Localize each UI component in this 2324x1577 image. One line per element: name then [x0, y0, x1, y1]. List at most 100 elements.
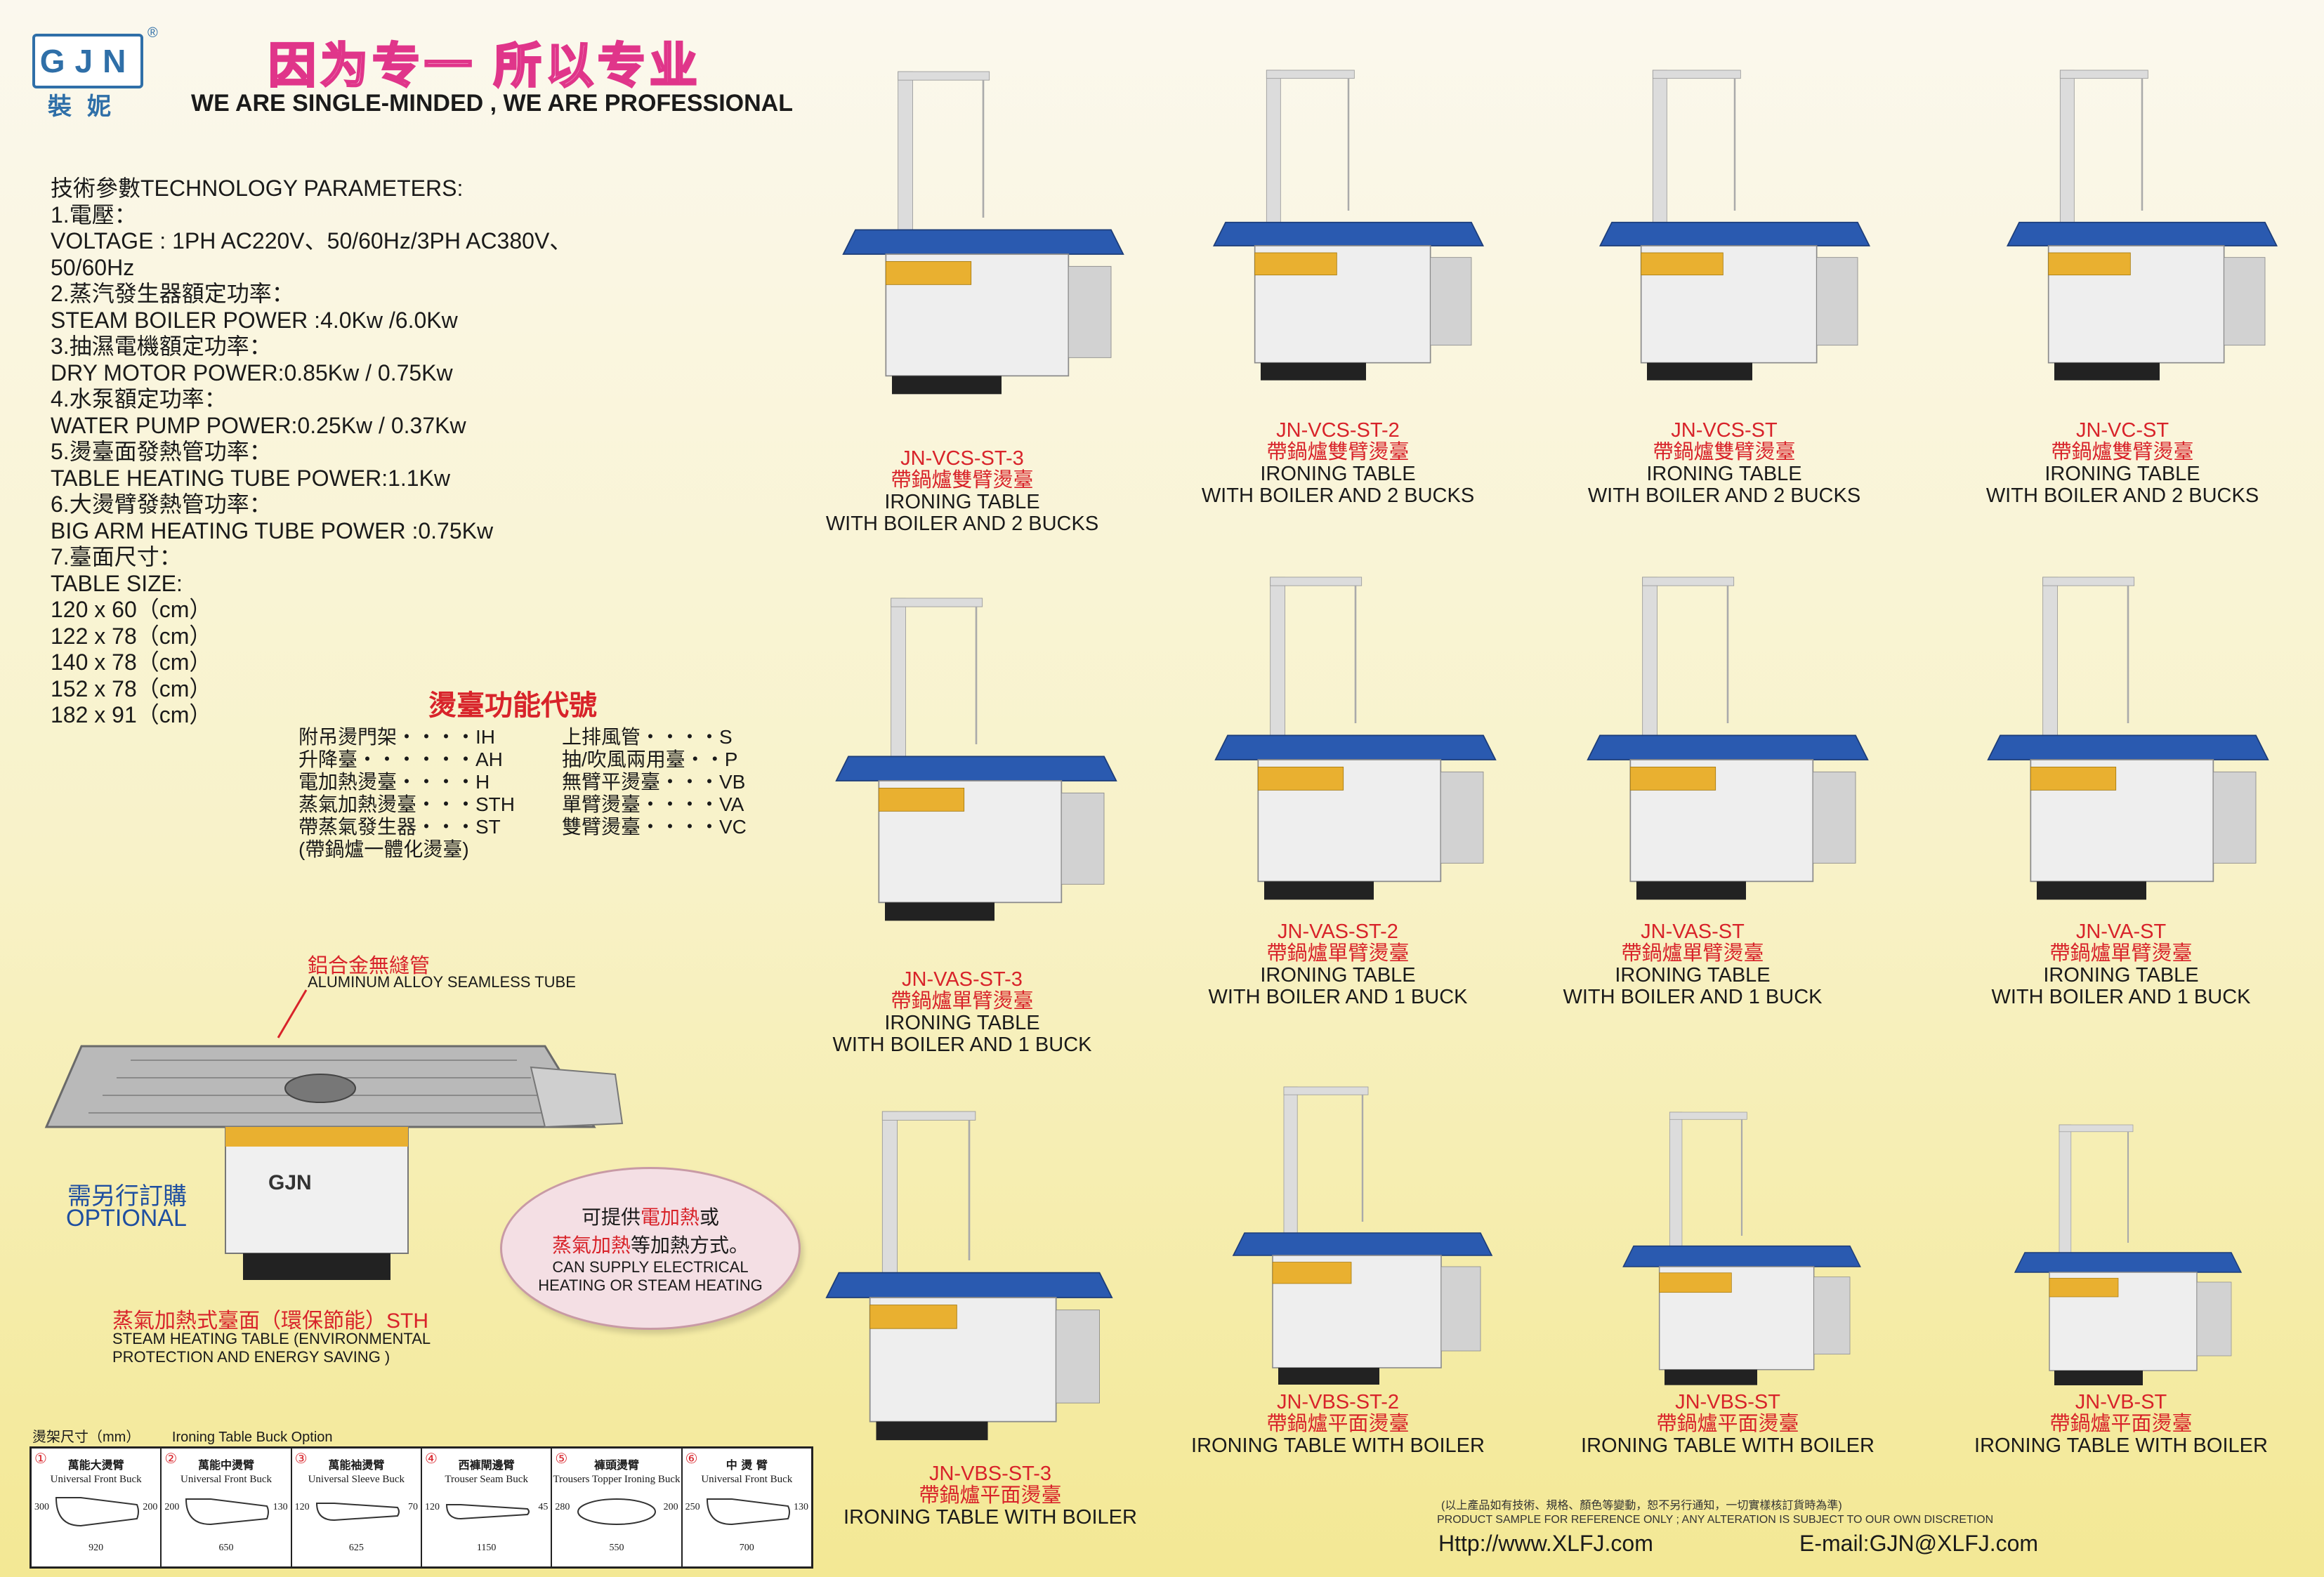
- product-name-en-2: WITH BOILER AND 2 BUCKS: [1985, 484, 2259, 507]
- product-name-en: IRONING TABLE: [2044, 463, 2200, 485]
- param-line: 1.電壓：: [51, 202, 137, 227]
- code-item: (帶鍋爐一體化燙臺): [298, 838, 469, 860]
- product-name-en: IRONING TABLE: [1260, 463, 1416, 485]
- product-model: JN-VCS-ST-2: [1276, 419, 1400, 442]
- buck-shape-icon: [706, 1498, 790, 1526]
- buck-header-en: Ironing Table Buck Option: [171, 1430, 333, 1445]
- bubble-line-3: CAN SUPPLY ELECTRICAL: [552, 1258, 749, 1276]
- product-image-jn-vbs-st-3: [825, 1110, 1113, 1441]
- param-line: TABLE HEATING TUBE POWER:1.1Kw: [51, 465, 451, 491]
- function-codes-left: 附吊燙門架・・・・IH 升降臺・・・・・・AH 電加熱燙臺・・・・H 蒸氣加熱燙…: [298, 726, 515, 861]
- tube-label-en: ALUMINUM ALLOY SEAMLESS TUBE: [308, 973, 576, 991]
- product-name-en: IRONING TABLE: [1615, 964, 1771, 987]
- product-name-cn: 帶鍋爐單臂燙臺: [2049, 942, 2193, 965]
- product-model: JN-VBS-ST-3: [928, 1463, 1052, 1485]
- technology-parameters: 技術參數TECHNOLOGY PARAMETERS: 1.電壓： VOLTAGE…: [51, 176, 572, 729]
- product-caption-jn-vcs-st-2: JN-VCS-ST-2 帶鍋爐雙臂燙臺 IRONING TABLE WITH B…: [1197, 420, 1478, 507]
- product-name-cn: 帶鍋爐平面燙臺: [1266, 1413, 1410, 1435]
- param-line: 7.臺面尺寸：: [51, 544, 182, 569]
- product-name-cn: 帶鍋爐雙臂燙臺: [2051, 441, 2194, 463]
- product-model: JN-VCS-ST: [1671, 419, 1778, 442]
- bubble-line-4: HEATING OR STEAM HEATING: [538, 1276, 763, 1294]
- param-line: 182 x 91（cm）: [51, 702, 212, 727]
- buck-shape-icon: [55, 1497, 139, 1527]
- product-model: JN-VAS-ST: [1641, 921, 1745, 943]
- product-name-en-2: WITH BOILER AND 2 BUCKS: [825, 513, 1099, 535]
- registered-mark: ®: [147, 25, 158, 41]
- product-name-en: IRONING TABLE WITH BOILER: [1191, 1434, 1485, 1457]
- product-model: JN-VA-ST: [2075, 921, 2167, 943]
- product-model: JN-VCS-ST-3: [900, 447, 1024, 470]
- buck-option: ② 萬能中燙臂 Universal Front Buck 200 130 650: [162, 1449, 292, 1566]
- product-caption-jn-vas-st-2: JN-VAS-ST-2 帶鍋爐單臂燙臺 IRONING TABLE WITH B…: [1197, 921, 1478, 1008]
- product-image-jn-vb-st: [2014, 1123, 2243, 1387]
- function-codes-title: 燙臺功能代號: [428, 690, 597, 721]
- steam-table-machine-label: GJN: [268, 1171, 312, 1194]
- param-line: TABLE SIZE:: [51, 570, 183, 596]
- product-name-en: IRONING TABLE: [884, 1012, 1040, 1034]
- steam-table-illustration: [44, 989, 624, 1280]
- buck-option: ④ 西褲閘邊臂 Trouser Seam Buck 120 45 1150: [422, 1449, 553, 1566]
- param-line: 5.燙臺面發熱管功率：: [51, 439, 272, 464]
- param-line: 140 x 78（cm）: [51, 649, 212, 675]
- product-caption-jn-vcs-st-3: JN-VCS-ST-3 帶鍋爐雙臂燙臺 IRONING TABLE WITH B…: [822, 448, 1103, 535]
- product-name-cn: 帶鍋爐雙臂燙臺: [1266, 441, 1410, 463]
- param-line: 6.大燙臂發熱管功率：: [51, 491, 272, 517]
- product-name-cn: 帶鍋爐單臂燙臺: [1621, 942, 1764, 965]
- buck-option: ⑥ 中 燙 臂 Universal Front Buck 250 130 700: [685, 1451, 808, 1553]
- product-caption-jn-vc-st: JN-VC-ST 帶鍋爐雙臂燙臺 IRONING TABLE WITH BOIL…: [1982, 420, 2263, 507]
- product-name-cn: 帶鍋爐雙臂燙臺: [1653, 441, 1796, 463]
- product-name-en: IRONING TABLE WITH BOILER: [1581, 1434, 1875, 1457]
- product-name-en-2: WITH BOILER AND 1 BUCK: [832, 1034, 1092, 1056]
- product-model: JN-VC-ST: [2075, 419, 2169, 442]
- param-line: STEAM BOILER POWER :4.0Kw /6.0Kw: [51, 307, 458, 333]
- param-line: VOLTAGE : 1PH AC220V、50/60Hz/3PH AC380V、: [51, 228, 572, 253]
- buck-table-header: 燙架尺寸（mm） Ironing Table Buck Option: [32, 1425, 333, 1446]
- product-name-en-2: WITH BOILER AND 1 BUCK: [1208, 986, 1468, 1008]
- buck-header-cn: 燙架尺寸（mm）: [32, 1430, 140, 1445]
- buck-option: ③ 萬能袖燙臂 Universal Sleeve Buck 120 70 625: [292, 1449, 422, 1566]
- bubble-line-1: 可提供電加熱或: [581, 1206, 720, 1228]
- product-image-jn-vas-st-2: [1214, 576, 1497, 901]
- product-image-jn-vas-st: [1587, 576, 1869, 901]
- param-line: 120 x 60（cm）: [51, 597, 212, 622]
- param-line: 3.抽濕電機額定功率：: [51, 334, 272, 359]
- footer-email-link[interactable]: E-mail:GJN@XLFJ.com: [1799, 1531, 2039, 1556]
- product-image-jn-vc-st: [2007, 69, 2278, 381]
- product-model: JN-VAS-ST-3: [902, 968, 1023, 991]
- heating-options-bubble: 可提供電加熱或 蒸氣加熱等加熱方式。 CAN SUPPLY ELECTRICAL…: [500, 1167, 801, 1330]
- param-line: 152 x 78（cm）: [51, 675, 212, 701]
- param-line: DRY MOTOR POWER:0.85Kw / 0.75Kw: [51, 359, 453, 385]
- product-image-jn-vcs-st-3: [842, 70, 1124, 395]
- product-name-en: IRONING TABLE: [1260, 964, 1416, 987]
- code-item: 電加熱燙臺・・・・H: [298, 771, 490, 793]
- product-name-cn: 帶鍋爐平面燙臺: [919, 1484, 1062, 1507]
- product-caption-jn-vas-st-3: JN-VAS-ST-3 帶鍋爐單臂燙臺 IRONING TABLE WITH B…: [822, 969, 1103, 1056]
- product-name-en: IRONING TABLE: [2043, 964, 2199, 987]
- param-line: BIG ARM HEATING TUBE POWER :0.75Kw: [51, 517, 494, 543]
- product-caption-jn-vb-st: JN-VB-ST 帶鍋爐平面燙臺 IRONING TABLE WITH BOIL…: [1959, 1392, 2283, 1457]
- param-line: 50/60Hz: [51, 254, 135, 280]
- product-name-en: IRONING TABLE: [884, 491, 1040, 513]
- footer-website-link[interactable]: Http://www.XLFJ.com: [1438, 1531, 1653, 1556]
- param-line: WATER PUMP POWER:0.25Kw / 0.37Kw: [51, 412, 466, 438]
- product-image-jn-vas-st-3: [835, 597, 1117, 922]
- code-item: 抽/吹風兩用臺・・P: [562, 748, 738, 770]
- bubble-line-2: 蒸氣加熱等加熱方式。: [551, 1234, 749, 1256]
- product-model: JN-VB-ST: [2075, 1391, 2167, 1413]
- product-name-en-2: WITH BOILER AND 2 BUCKS: [1201, 484, 1475, 507]
- code-item: 雙臂燙臺・・・・VC: [562, 816, 747, 838]
- param-line: 技術參數TECHNOLOGY PARAMETERS:: [51, 176, 464, 201]
- code-item: 無臂平燙臺・・・VB: [562, 771, 746, 793]
- product-image-jn-vcs-st: [1599, 69, 1870, 381]
- footer-notice-en: PRODUCT SAMPLE FOR REFERENCE ONLY ; ANY …: [1437, 1514, 1994, 1526]
- product-caption-jn-vbs-st-3: JN-VBS-ST-3 帶鍋爐平面燙臺 IRONING TABLE WITH B…: [829, 1463, 1152, 1529]
- param-line: 122 x 78（cm）: [51, 623, 212, 649]
- sth-title: 蒸氣加熱式臺面（環保節能）STH: [112, 1309, 428, 1333]
- slogan-english: WE ARE SINGLE-MINDED , WE ARE PROFESSION…: [191, 90, 793, 117]
- brand-chinese-name: 裝妮: [48, 93, 126, 120]
- product-image-jn-vbs-st: [1622, 1111, 1861, 1386]
- code-item: 附吊燙門架・・・・IH: [298, 726, 496, 748]
- sth-desc-2: PROTECTION AND ENERGY SAVING ): [112, 1348, 390, 1366]
- footer-notice-cn: (以上產品如有技術、規格、顏色等變動，恕不另行通知，一切實樣核訂貨時為準): [1441, 1500, 1842, 1512]
